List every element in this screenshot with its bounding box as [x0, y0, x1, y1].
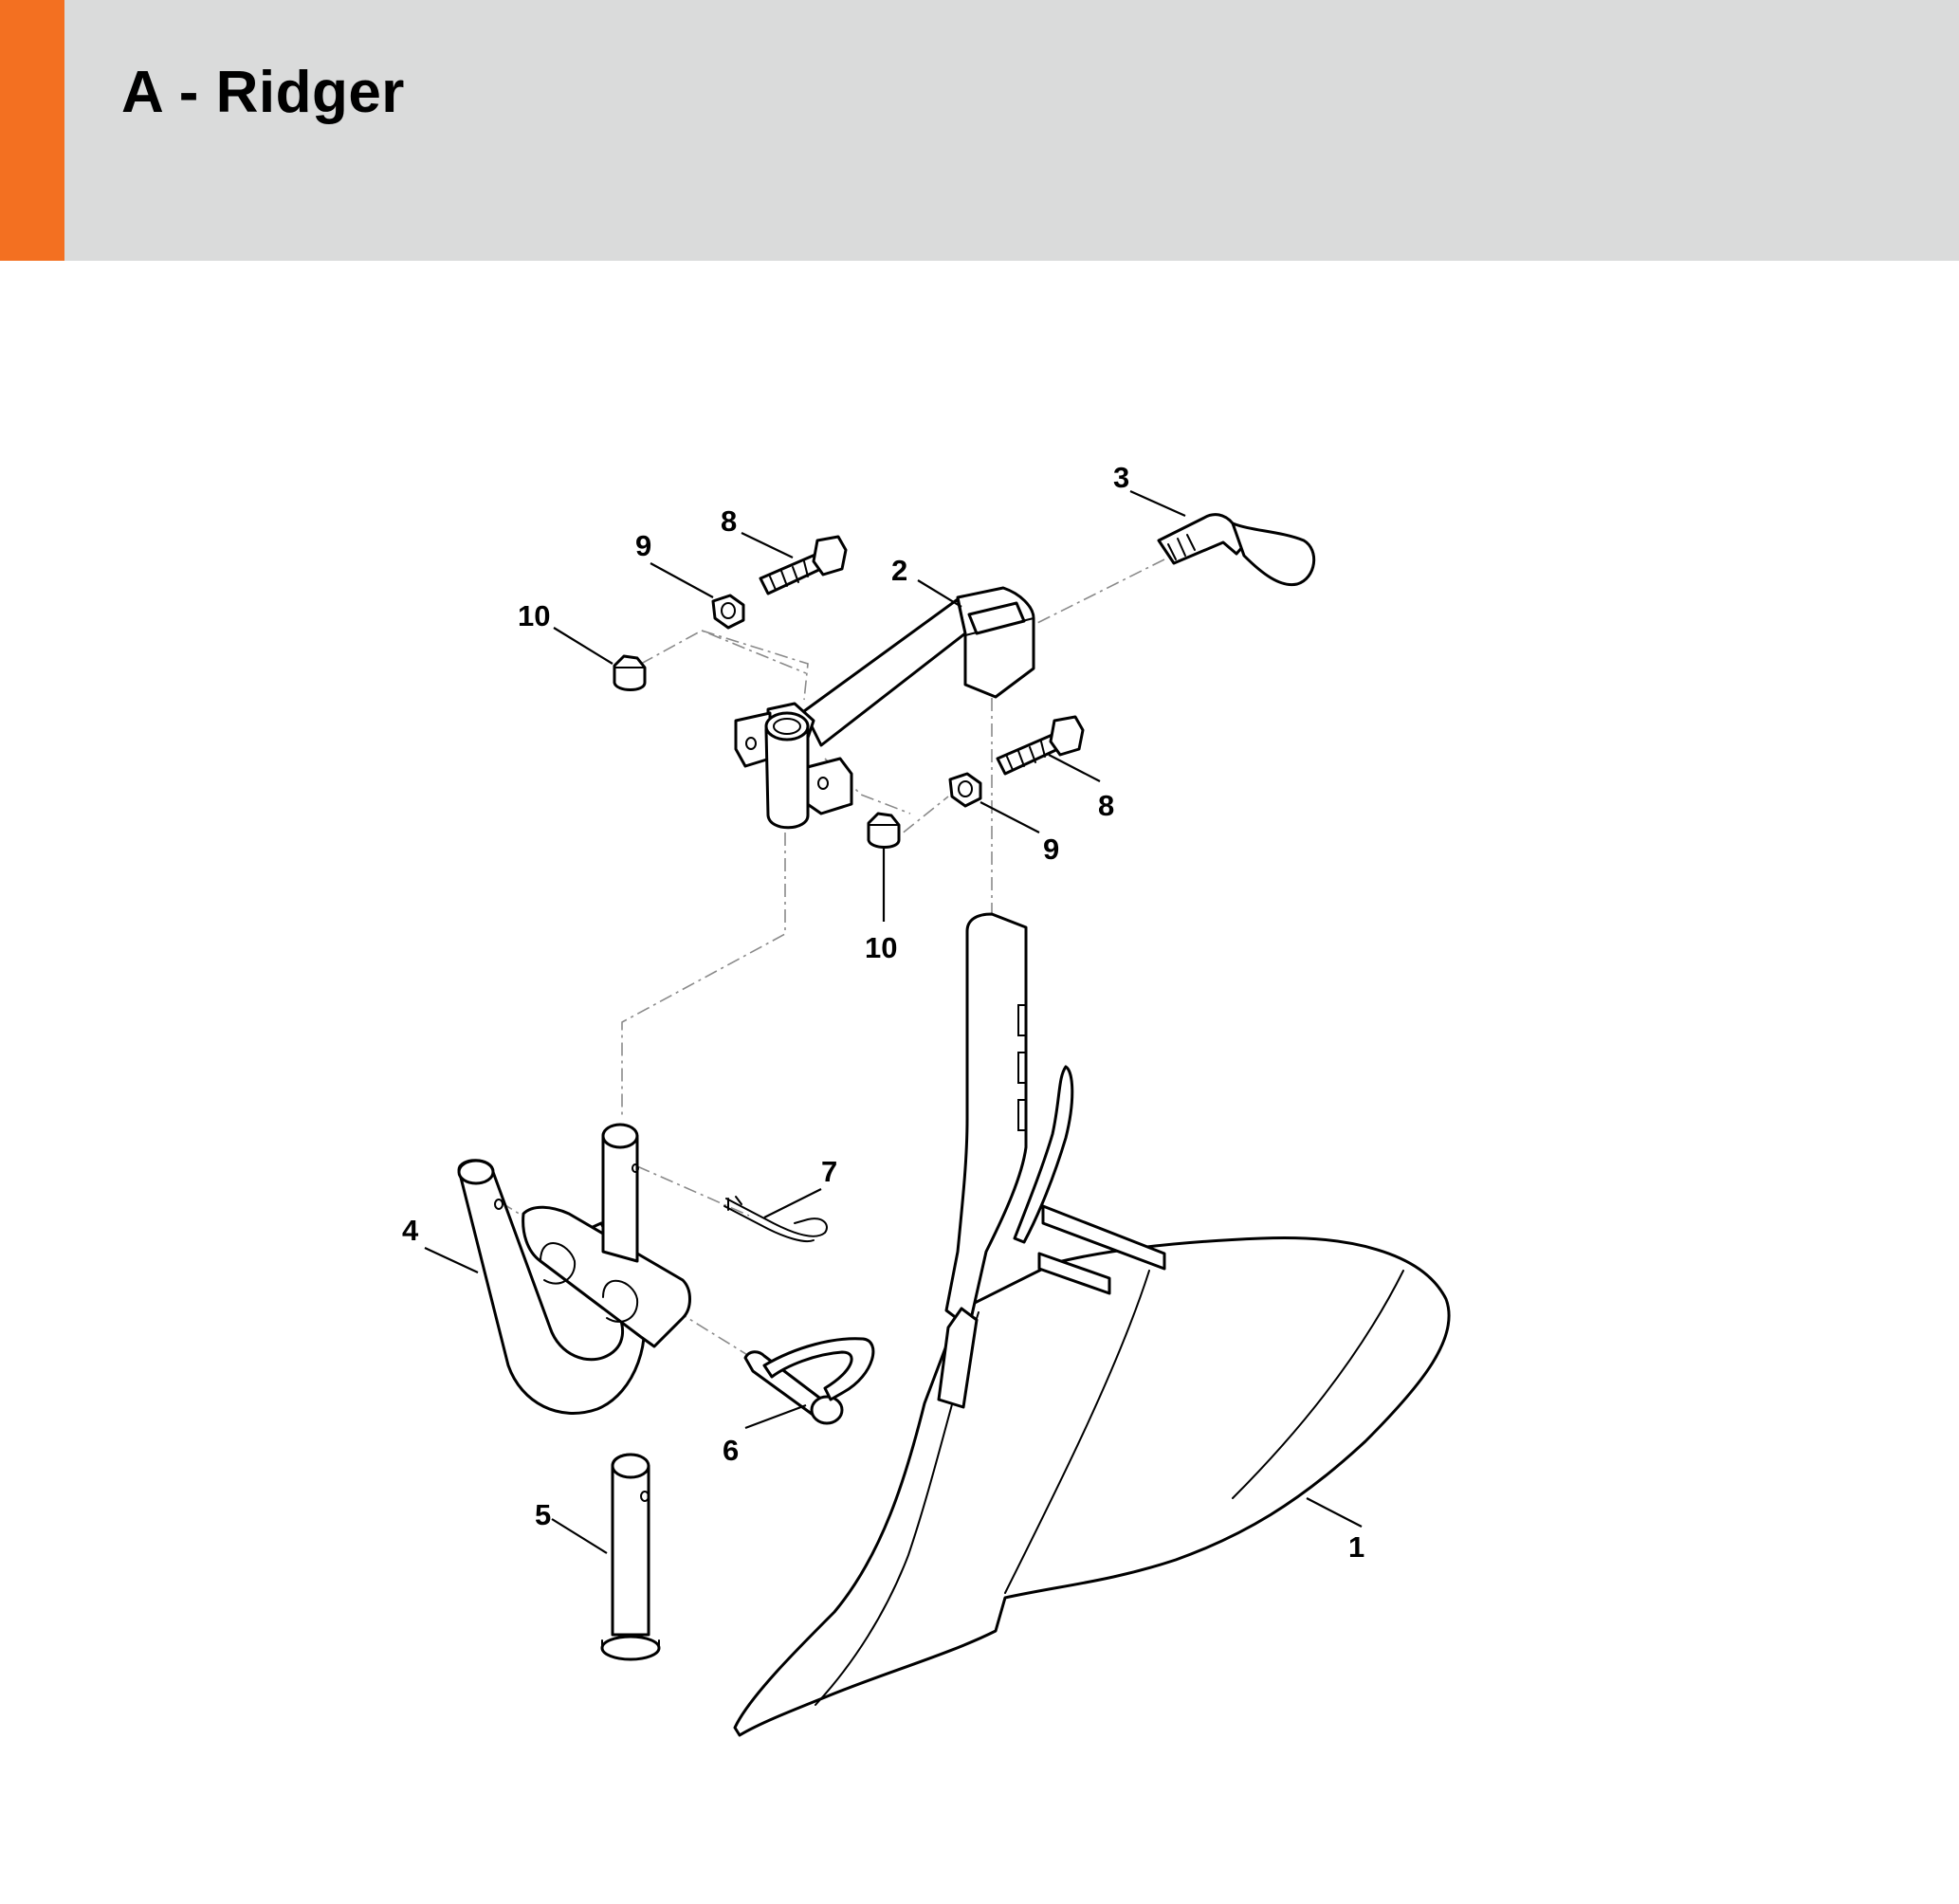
part-9-hex-nut-lower	[948, 772, 982, 808]
part-10-cap-nut-upper	[613, 654, 647, 691]
part-8-hex-bolt-upper	[759, 535, 848, 595]
part-9-hex-nut-upper	[711, 594, 745, 630]
callout-6: 6	[723, 1434, 739, 1467]
callout-3: 3	[1113, 461, 1129, 494]
part-7-hair-pin-clip	[723, 1196, 828, 1242]
part-1-ridger-body	[733, 912, 1451, 1737]
callout-8-upper: 8	[721, 504, 737, 538]
callout-10-lower: 10	[865, 931, 897, 964]
callout-1: 1	[1348, 1530, 1364, 1564]
part-6-lynch-pin	[743, 1337, 875, 1425]
callout-4: 4	[402, 1214, 419, 1247]
part-5-clevis-pin	[600, 1453, 661, 1661]
part-10-cap-nut-lower	[867, 812, 901, 849]
callout-5: 5	[535, 1498, 551, 1531]
page-title: A - Ridger	[121, 60, 405, 125]
callout-9-lower: 9	[1043, 833, 1059, 866]
part-4-hitch-frame	[457, 1123, 691, 1415]
callout-labels: 1 2 3 4 5 6 7 8 8 9 9 10 10	[402, 461, 1364, 1564]
callout-2: 2	[891, 554, 907, 587]
part-8-hex-bolt-lower	[996, 715, 1085, 776]
part-2-bracket-beam	[734, 586, 1035, 830]
accent-bar	[0, 0, 64, 261]
callout-10-upper: 10	[518, 599, 550, 632]
leader-lines	[424, 489, 1363, 1554]
header-banner: A - Ridger	[0, 0, 1959, 261]
part-3-locking-handle	[1157, 513, 1316, 587]
callout-9-upper: 9	[635, 529, 651, 562]
callout-7: 7	[821, 1155, 837, 1188]
callout-8-lower: 8	[1098, 789, 1114, 822]
